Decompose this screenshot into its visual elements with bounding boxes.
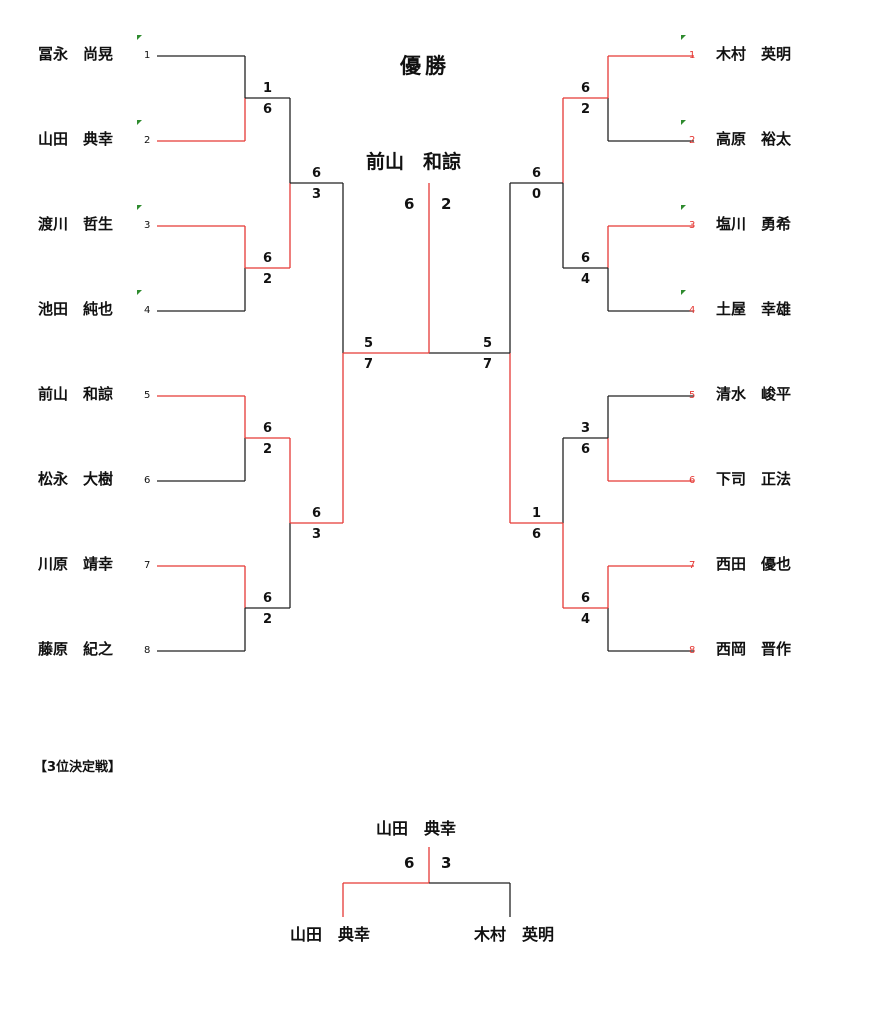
right-player-seed: 7 (689, 560, 696, 571)
left-r1-score-bottom: 6 (263, 102, 273, 117)
right-r1-score-top: 3 (581, 421, 591, 436)
right-r1-score-top: 6 (581, 251, 591, 266)
left-player-seed: 2 (144, 135, 151, 146)
third-score-right: 3 (441, 854, 452, 872)
right-player-name: 清水 峻平 (716, 385, 792, 403)
right-semi-score-bottom: 7 (483, 357, 493, 372)
left-player-name: 冨永 尚晃 (38, 45, 114, 63)
left-player-name: 藤原 紀之 (38, 640, 114, 658)
right-r1-score-top: 6 (581, 591, 591, 606)
right-player-name: 土屋 幸雄 (716, 300, 792, 318)
right-r1-score-bottom: 6 (581, 442, 591, 457)
left-r2-score-top: 6 (312, 166, 322, 181)
champion-name: 前山 和諒 (366, 151, 462, 173)
right-r2-score-top: 6 (532, 166, 542, 181)
third-left-player: 山田 典幸 (290, 925, 371, 944)
left-player-name: 前山 和諒 (38, 385, 114, 403)
page-title: 優勝 (400, 54, 450, 78)
left-r1-score-bottom: 2 (263, 272, 273, 287)
third-score-left: 6 (404, 854, 415, 872)
seed-marker (681, 35, 686, 40)
third-right-player: 木村 英明 (474, 925, 555, 944)
left-player-name: 山田 典幸 (38, 130, 114, 148)
right-player-seed: 8 (689, 645, 696, 656)
left-player-seed: 8 (144, 645, 151, 656)
left-r2-score-bottom: 3 (312, 527, 322, 542)
right-semi-score-top: 5 (483, 336, 493, 351)
final-score-right: 2 (441, 195, 452, 213)
seed-marker (137, 205, 142, 210)
third-place-heading: 【3位決定戦】 (34, 760, 122, 775)
left-player-seed: 7 (144, 560, 151, 571)
left-player-seed: 3 (144, 220, 151, 231)
right-player-name: 下司 正法 (716, 470, 792, 488)
right-player-seed: 1 (689, 50, 696, 61)
left-player-seed: 4 (144, 305, 151, 316)
right-player-seed: 6 (689, 475, 696, 486)
right-r1-score-top: 6 (581, 81, 591, 96)
seed-marker (137, 290, 142, 295)
right-r2-score-bottom: 6 (532, 527, 542, 542)
seed-marker (137, 35, 142, 40)
right-player-seed: 3 (689, 220, 696, 231)
left-r1-score-top: 6 (263, 251, 273, 266)
third-place-winner: 山田 典幸 (376, 819, 457, 838)
left-r1-score-top: 1 (263, 81, 273, 96)
left-player-name: 渡川 哲生 (38, 215, 114, 233)
left-r1-score-top: 6 (263, 421, 273, 436)
seed-marker (681, 205, 686, 210)
left-player-name: 川原 靖幸 (38, 555, 114, 573)
left-r2-score-top: 6 (312, 506, 322, 521)
left-player-seed: 6 (144, 475, 151, 486)
left-player-name: 池田 純也 (38, 300, 114, 318)
final-score-left: 6 (404, 195, 415, 213)
right-player-name: 西田 優也 (716, 555, 792, 573)
right-r1-score-bottom: 4 (581, 272, 591, 287)
left-player-seed: 5 (144, 390, 151, 401)
right-player-seed: 5 (689, 390, 696, 401)
left-semi-score-bottom: 7 (364, 357, 374, 372)
right-r2-score-top: 1 (532, 506, 542, 521)
left-player-name: 松永 大樹 (38, 470, 114, 488)
right-player-name: 西岡 晋作 (716, 640, 792, 658)
right-r1-score-bottom: 4 (581, 612, 591, 627)
left-semi-score-top: 5 (364, 336, 374, 351)
seed-marker (137, 120, 142, 125)
left-player-seed: 1 (144, 50, 151, 61)
right-player-name: 塩川 勇希 (716, 215, 792, 233)
right-r2-score-bottom: 0 (532, 187, 542, 202)
right-player-name: 高原 裕太 (716, 130, 792, 148)
left-r2-score-bottom: 3 (312, 187, 322, 202)
right-player-seed: 2 (689, 135, 696, 146)
right-player-seed: 4 (689, 305, 696, 316)
seed-marker (681, 290, 686, 295)
left-r1-score-bottom: 2 (263, 612, 273, 627)
right-player-name: 木村 英明 (716, 45, 792, 63)
left-r1-score-top: 6 (263, 591, 273, 606)
right-r1-score-bottom: 2 (581, 102, 591, 117)
seed-marker (681, 120, 686, 125)
left-r1-score-bottom: 2 (263, 442, 273, 457)
